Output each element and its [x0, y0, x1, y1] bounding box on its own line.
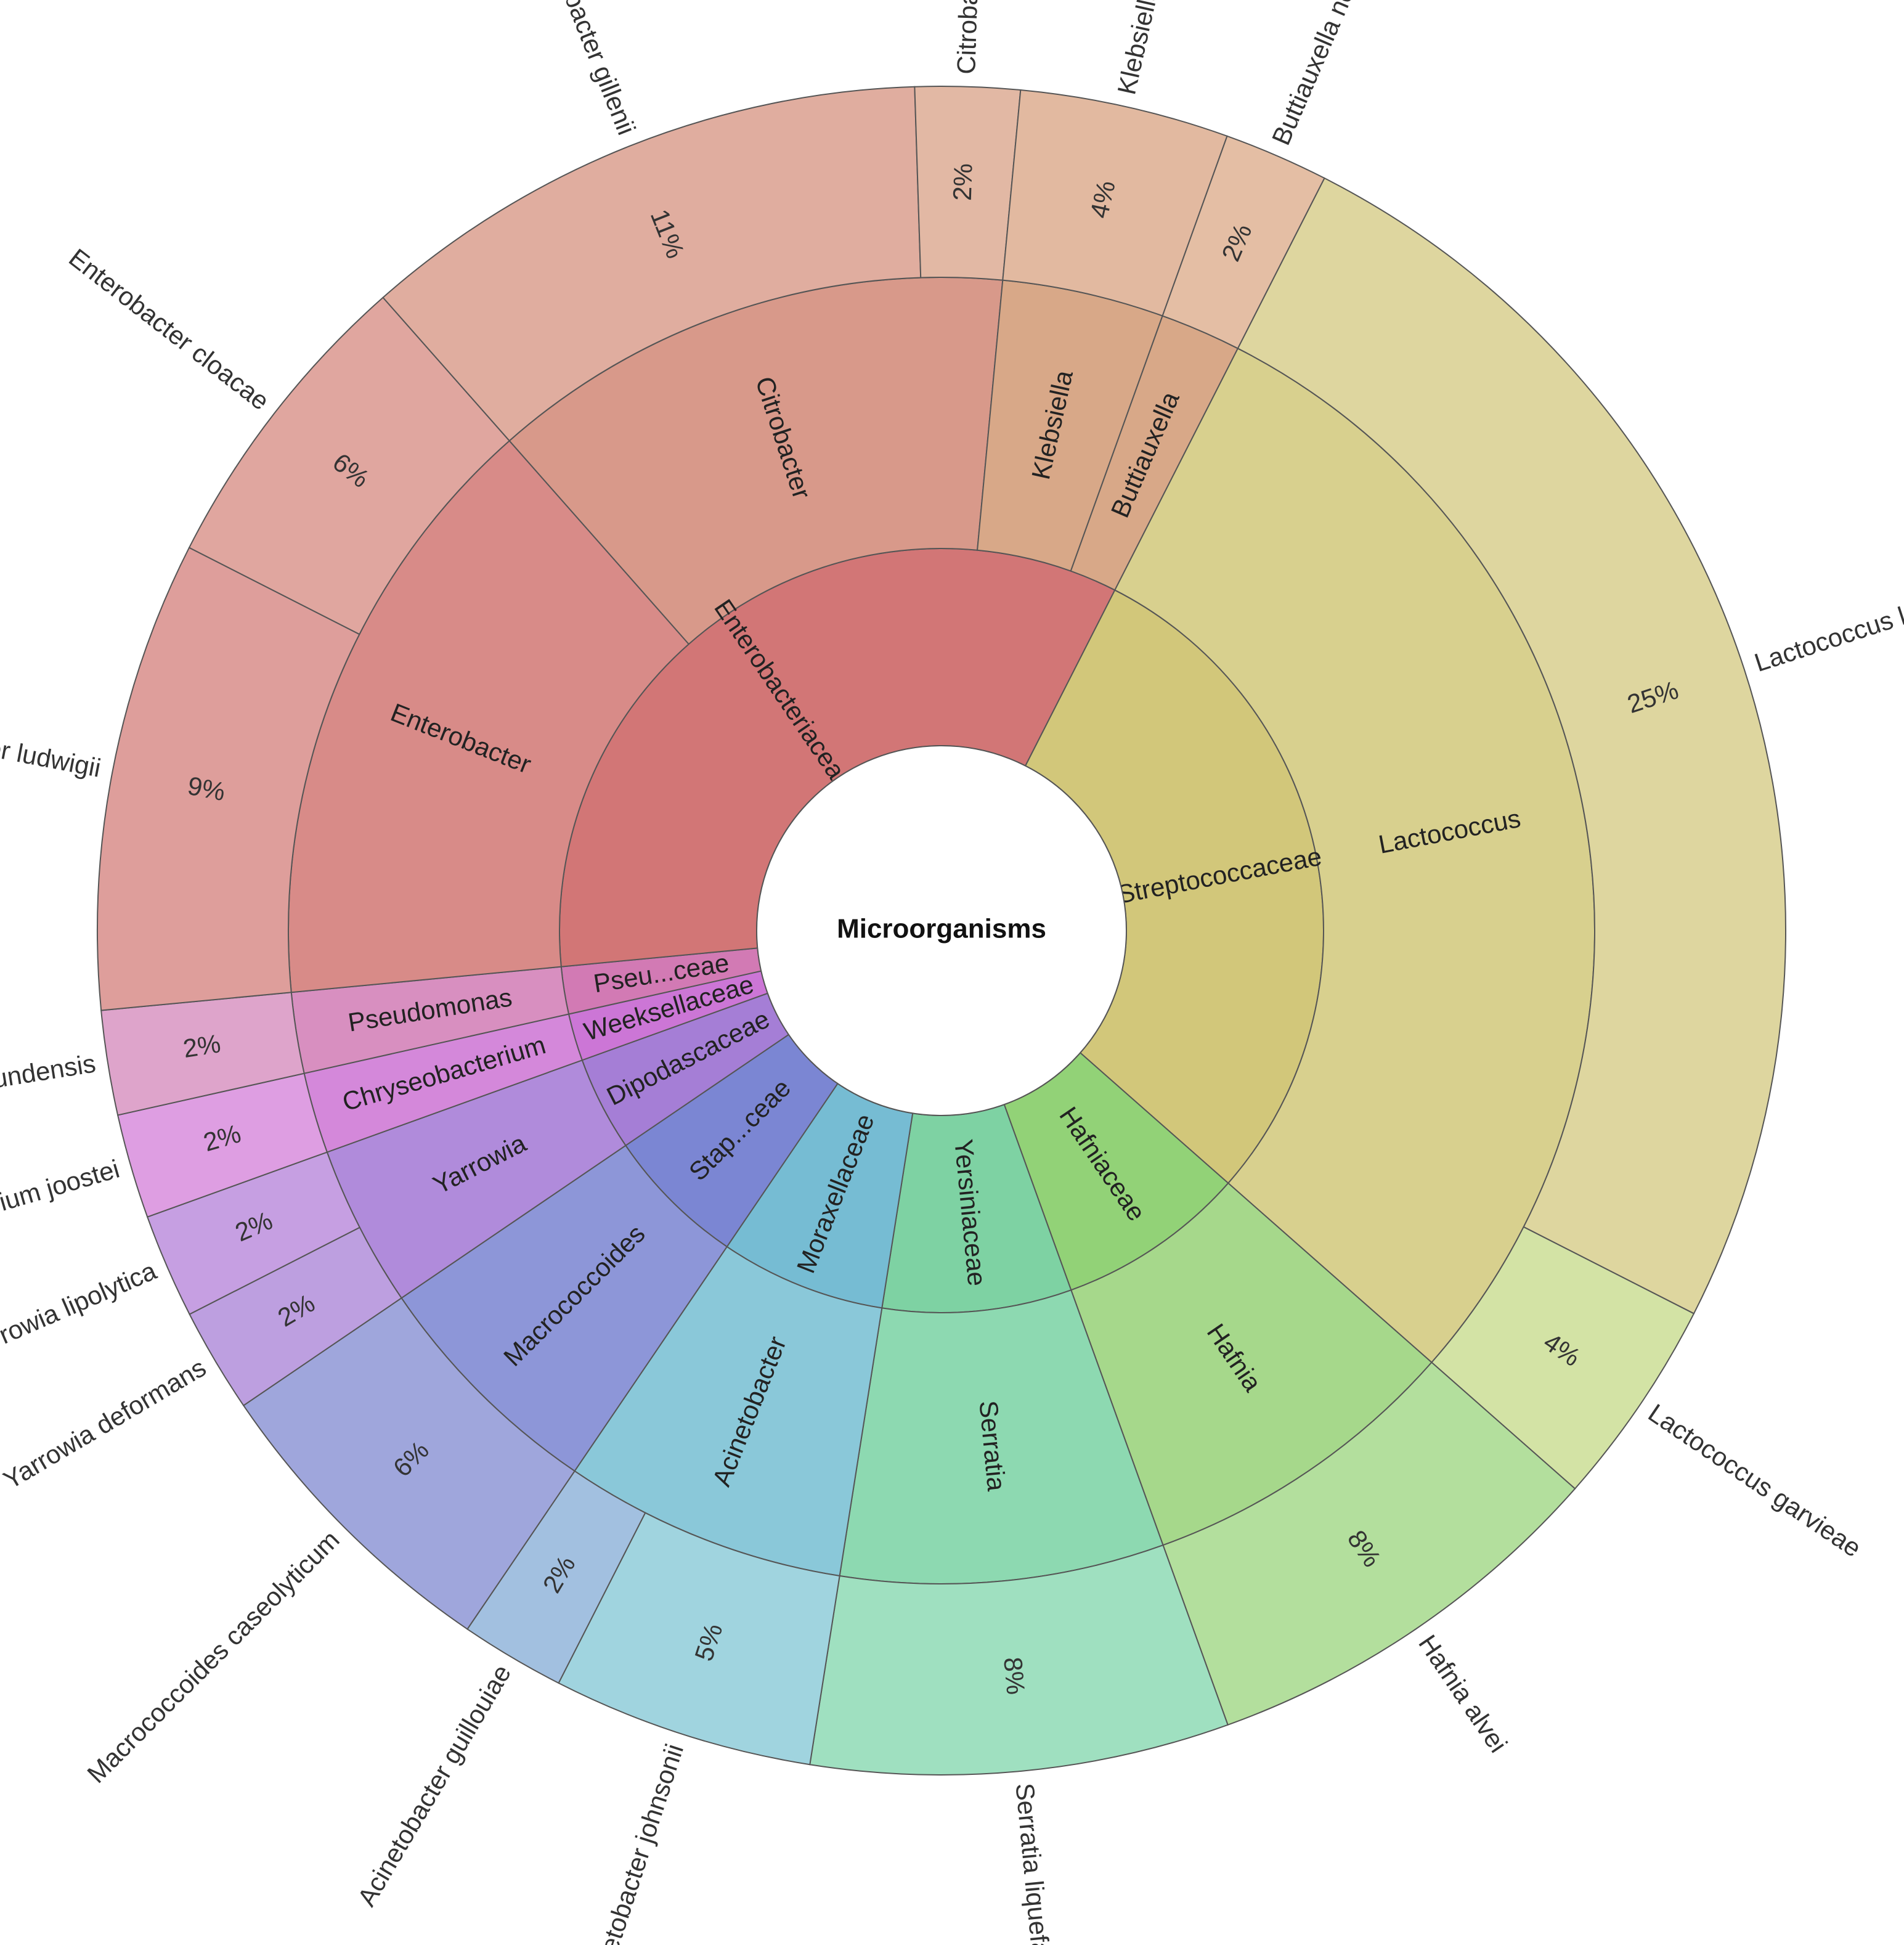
species-pct-enterobacter-ludwigii: 9%: [185, 771, 227, 807]
species-label-yarrowia-lipolytica: Yarrowia lipolytica: [0, 1256, 161, 1365]
species-label-macrococcoides-caseolyticum: Macrococcoides caseolyticum: [81, 1525, 345, 1788]
species-label-enterobacter-cloacae: Enterobacter cloacae: [63, 243, 275, 415]
species-label-klebsiella-oxytoca: Klebsiella oxytoca: [1112, 0, 1185, 97]
species-label-citrobacter-freundii: Citrobacter freundii: [951, 0, 987, 75]
sunburst-segments: [97, 86, 1786, 1776]
species-pct-pseudomonas-lundensis: 2%: [181, 1029, 222, 1063]
species-label-pseudomonas-lundensis: Pseudomonas lundensis: [0, 1048, 97, 1121]
species-label-enterobacter-ludwigii: Enterobacter ludwigii: [0, 709, 104, 783]
species-label-yarrowia-deformans: Yarrowia deformans: [0, 1353, 211, 1494]
species-label-hafnia-alvei: Hafnia alvei: [1413, 1629, 1513, 1758]
species-label-buttiauxella-noackiae: Buttiauxella noackiae: [1266, 0, 1390, 149]
species-label-acinetobacter-guillouiae: Acinetobacter guillouiae: [352, 1660, 516, 1911]
species-label-lactococcus-garvieae: Lactococcus garvieae: [1643, 1398, 1867, 1563]
species-pct-citrobacter-freundii: 2%: [948, 163, 978, 201]
species-pct-serratia-liquefaciens: 8%: [998, 1656, 1031, 1696]
species-label-citrobacter-gillenii: Citrobacter gillenii: [539, 0, 641, 139]
center-label: Microorganisms: [837, 914, 1046, 944]
species-segment-buttiauxella-noackiae[interactable]: [1162, 135, 1325, 349]
species-label-chryseobacterium-joostei: Chryseobacterium joostei: [0, 1154, 123, 1264]
center-hole: [756, 745, 1127, 1116]
species-segment-lactococcus-lactis[interactable]: [1237, 177, 1786, 1315]
species-label-serratia-liquefaciens: Serratia liquefaciens: [1010, 1782, 1061, 1945]
species-label-lactococcus-lactis: Lactococcus lactis: [1751, 585, 1904, 677]
species-label-acinetobacter-johnsonii: Acinetobacter johnsonii: [579, 1740, 689, 1945]
